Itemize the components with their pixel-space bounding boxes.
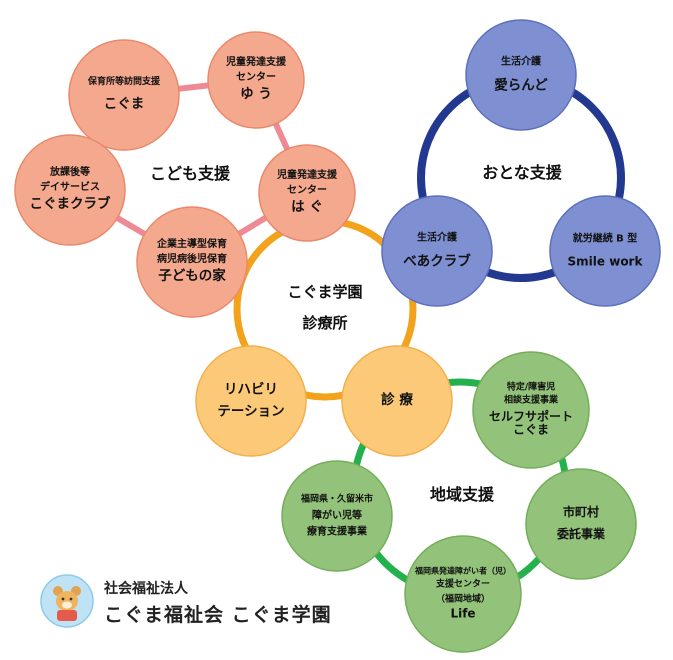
label-hoiku: 保育所等訪問支援 こぐま [88, 77, 160, 113]
smile-line2: Smile work [567, 253, 643, 268]
hoiku-line2: こぐま [103, 96, 145, 113]
organization-line2: こぐま福祉会 こぐま学園 [104, 604, 332, 626]
yu-line2: センター [236, 71, 276, 83]
node-smile [549, 195, 661, 307]
group-label-regional: 地域支援 [429, 485, 495, 504]
houkago-line2: デイサービス [40, 181, 100, 193]
label-bea: 生活介護 べあクラブ [403, 232, 471, 269]
shichoson-line1: 市町村 [562, 505, 600, 520]
bea-line2: べあクラブ [403, 252, 471, 269]
node-shichoson [525, 468, 637, 580]
center-label: こぐま学園 診療所 [287, 282, 363, 333]
selfsupport-line1: 特定/障害児 [506, 382, 556, 393]
smile-line1: 就労継続 B 型 [572, 233, 638, 245]
hoiku-line1: 保育所等訪問支援 [87, 77, 161, 88]
reha-line1: リハビリ [223, 381, 278, 398]
life-line3: （福岡地域） [435, 594, 490, 605]
node-selfsupport [472, 351, 590, 469]
kigyo-line1: 企業主導型保育 [157, 239, 227, 251]
selfsupport-line3: セルフサポート [488, 409, 574, 424]
houkago-line3: こぐまクラブ [29, 196, 111, 213]
kigyo-line3: 子どもの家 [158, 268, 226, 285]
airando-line2: 愛らんど [494, 76, 548, 93]
node-reha [195, 345, 307, 457]
houkago-line1: 放課後等 [50, 167, 90, 179]
airando-line1: 生活介護 [500, 56, 541, 68]
node-airando [465, 19, 577, 131]
node-hoiku [68, 39, 180, 151]
label-ryoiku: 福岡県・久留米市 障がい児等 療育支援事業 [301, 494, 373, 537]
label-life: 福岡県発達障がい者（児） 支援センター （福岡地域） Life [415, 567, 511, 622]
hagu-line3: は ぐ [291, 199, 323, 216]
bear-mascot-icon [40, 574, 94, 628]
shinryo-line1: 診 療 [381, 392, 413, 409]
life-line1: 福岡県発達障がい者（児） [415, 566, 511, 576]
label-yu: 児童発達支援 センター ゆ う [226, 57, 286, 103]
yu-line3: ゆ う [240, 86, 272, 103]
kigyo-line2: 病児病後児保育 [157, 253, 227, 265]
node-yu [207, 31, 305, 129]
group-label-children: こども支援 [149, 164, 231, 183]
bea-line1: 生活介護 [417, 232, 457, 244]
organization-line1: 社会福祉法人 [104, 581, 188, 597]
node-life [404, 535, 522, 653]
life-line2: 支援センター [435, 579, 490, 590]
label-smile: 就労継続 B 型 Smile work [568, 233, 643, 268]
label-hagu: 児童発達支援 センター は ぐ [277, 170, 337, 216]
shichoson-line2: 委託事業 [556, 527, 606, 541]
label-shinryo: 診 療 [381, 393, 413, 409]
label-shichoson: 市町村 委託事業 [556, 505, 606, 542]
center-line2: 診療所 [302, 314, 348, 332]
life-line4: Life [450, 606, 476, 621]
label-selfsupport: 特定/障害児 相談支援事業 セルフサポート こぐま [489, 382, 573, 437]
node-bea [381, 195, 493, 307]
selfsupport-line4: こぐま [512, 422, 550, 437]
node-ryoiku [281, 460, 393, 572]
organization-name: 社会福祉法人 こぐま福祉会 こぐま学園 [104, 578, 332, 627]
label-reha: リハビリ テーション [217, 382, 284, 419]
reha-line2: テーション [217, 403, 285, 419]
node-shinryo [341, 345, 453, 457]
node-hagu [258, 144, 356, 242]
yu-line1: 児童発達支援 [226, 57, 286, 69]
node-kigyo [136, 206, 248, 318]
label-airando: 生活介護 愛らんど [494, 56, 548, 93]
hagu-line2: センター [287, 184, 327, 196]
group-label-adults: おとな支援 [482, 163, 562, 182]
node-houkago [14, 134, 126, 246]
center-line1: こぐま学園 [287, 282, 363, 301]
ryoiku-line2: 障がい児等 [311, 510, 362, 522]
label-kigyo: 企業主導型保育 病児病後児保育 子どもの家 [157, 239, 227, 285]
hagu-line1: 児童発達支援 [277, 170, 337, 182]
ryoiku-line1: 福岡県・久留米市 [300, 494, 374, 505]
label-houkago: 放課後等 デイサービス こぐまクラブ [30, 167, 111, 213]
selfsupport-line2: 相談支援事業 [503, 395, 559, 406]
ryoiku-line3: 療育支援事業 [306, 526, 367, 538]
